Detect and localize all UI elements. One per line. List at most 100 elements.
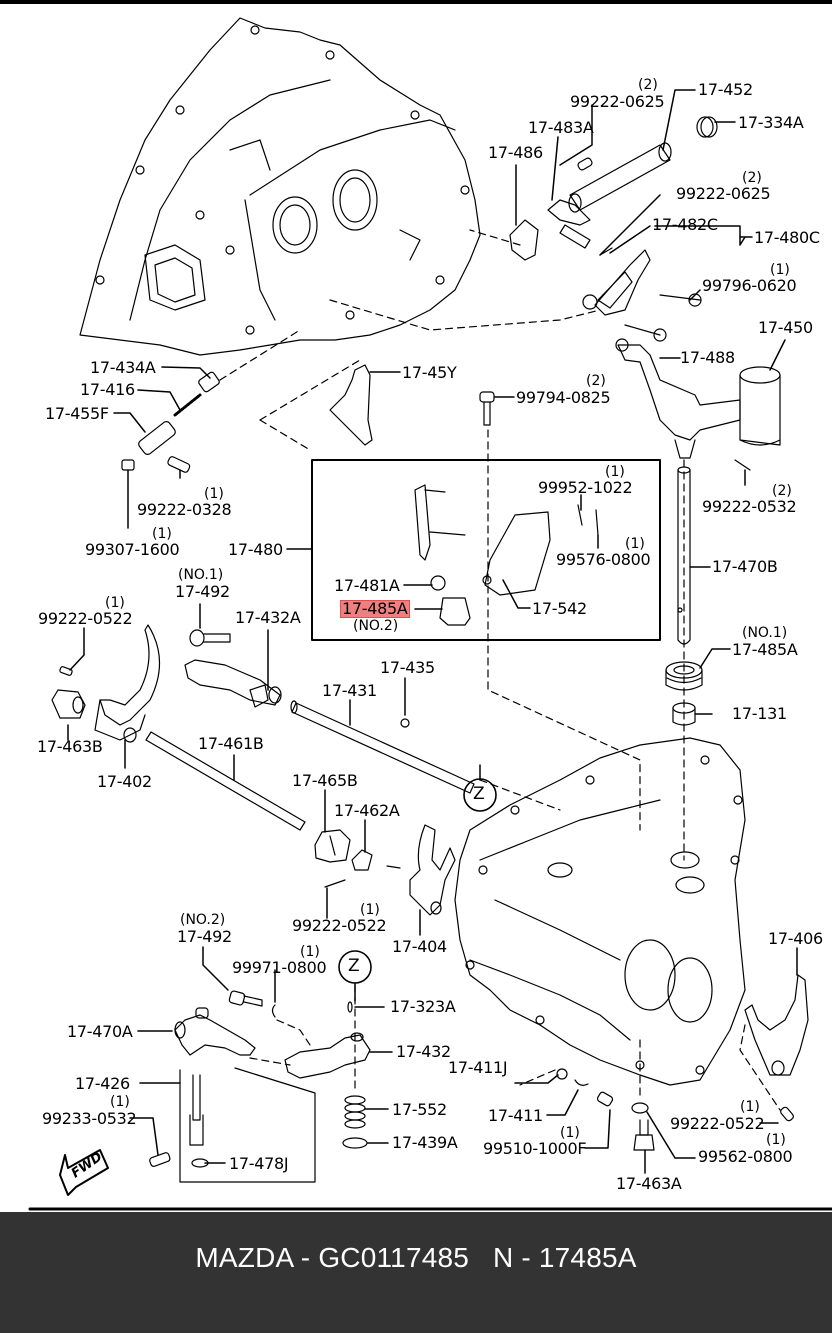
part-label-17-131[interactable]: 17-131 bbox=[732, 704, 787, 723]
quantity-99222-0625-b: (2) bbox=[742, 170, 762, 186]
part-label-17-486[interactable]: 17-486 bbox=[488, 143, 543, 162]
part-label-17-481A[interactable]: 17-481A bbox=[334, 576, 400, 595]
part-label-17-323A[interactable]: 17-323A bbox=[390, 997, 456, 1016]
note-17-492-no2: (NO.2) bbox=[180, 912, 226, 928]
quantity-99576-0800: (1) bbox=[625, 536, 645, 552]
lower-transmission-case-drawing bbox=[454, 737, 746, 1086]
part-label-99222-0532[interactable]: 99222-0532 bbox=[702, 497, 797, 516]
part-label-99562-0800[interactable]: 99562-0800 bbox=[698, 1147, 793, 1166]
part-label-17-404[interactable]: 17-404 bbox=[392, 937, 447, 956]
shift-lever-17-432-drawing bbox=[284, 1032, 371, 1079]
quantity-99222-0522-c: (1) bbox=[740, 1099, 760, 1115]
z-marker-label-2: Z bbox=[348, 956, 360, 976]
quantity-99222-0625-a: (2) bbox=[638, 77, 658, 93]
shift-lever-17-432A-drawing bbox=[184, 659, 282, 708]
leader-lines bbox=[67, 89, 798, 1174]
shift-fork-17-404-drawing bbox=[386, 824, 456, 916]
part-label-17-470A[interactable]: 17-470A bbox=[67, 1022, 133, 1041]
part-label-99971-0800[interactable]: 99971-0800 bbox=[232, 958, 327, 977]
part-label-99576-0800[interactable]: 99576-0800 bbox=[556, 550, 651, 569]
part-label-17-45Y[interactable]: 17-45Y bbox=[402, 363, 457, 382]
part-label-17-485A-no1[interactable]: 17-485A bbox=[732, 640, 798, 659]
part-label-99222-0522-b[interactable]: 99222-0522 bbox=[292, 916, 387, 935]
spring-17-411-drawing bbox=[574, 1079, 589, 1086]
spring-17-485A-no1-drawing bbox=[665, 661, 703, 691]
part-label-99952-1022[interactable]: 99952-1022 bbox=[538, 478, 633, 497]
shift-rod-17-470B-drawing bbox=[677, 466, 691, 645]
part-label-17-439A[interactable]: 17-439A bbox=[392, 1133, 458, 1152]
part-label-17-492-no1[interactable]: 17-492 bbox=[175, 582, 230, 601]
group-box-17-426 bbox=[179, 1067, 316, 1183]
part-label-17-450[interactable]: 17-450 bbox=[758, 318, 813, 337]
quantity-99794-0825: (2) bbox=[586, 373, 606, 389]
part-label-17-452[interactable]: 17-452 bbox=[698, 80, 753, 99]
quantity-99796-0620: (1) bbox=[770, 262, 790, 278]
part-label-99222-0625-b[interactable]: 99222-0625 bbox=[676, 184, 771, 203]
seal-17-131-drawing bbox=[672, 702, 696, 726]
quantity-99562-0800: (1) bbox=[766, 1132, 786, 1148]
parts-diagram: (2) 99222-0625 17-452 17-334A 17-483A 17… bbox=[0, 0, 832, 1212]
part-label-17-465B[interactable]: 17-465B bbox=[292, 771, 358, 790]
part-label-99796-0620[interactable]: 99796-0620 bbox=[702, 276, 797, 295]
shift-lever-17-470A-drawing bbox=[174, 1007, 256, 1056]
quantity-99952-1022: (1) bbox=[605, 464, 625, 480]
part-label-17-485A-no2-highlighted[interactable]: 17-485A bbox=[340, 599, 410, 618]
part-label-17-552[interactable]: 17-552 bbox=[392, 1100, 447, 1119]
part-label-17-411J[interactable]: 17-411J bbox=[448, 1058, 508, 1077]
shift-fork-17-402-drawing bbox=[94, 624, 161, 743]
clip-17-323A-drawing bbox=[347, 1001, 353, 1013]
part-label-99222-0522-c[interactable]: 99222-0522 bbox=[670, 1114, 765, 1133]
upper-transmission-case-drawing bbox=[79, 17, 481, 356]
part-label-17-432[interactable]: 17-432 bbox=[396, 1042, 451, 1061]
shift-fork-17-406-drawing bbox=[744, 974, 809, 1076]
part-label-17-478J[interactable]: 17-478J bbox=[229, 1154, 289, 1173]
z-marker-label-1: Z bbox=[473, 784, 485, 804]
part-label-17-492-no2[interactable]: 17-492 bbox=[177, 927, 232, 946]
quantity-99222-0522-a: (1) bbox=[105, 595, 125, 611]
part-label-17-435[interactable]: 17-435 bbox=[380, 658, 435, 677]
quantity-99222-0522-b: (1) bbox=[360, 902, 380, 918]
part-label-17-416[interactable]: 17-416 bbox=[80, 380, 135, 399]
bolt-17-492-no1-drawing bbox=[189, 629, 231, 647]
part-label-99510-1000F[interactable]: 99510-1000F bbox=[483, 1139, 587, 1158]
part-label-17-463B[interactable]: 17-463B bbox=[37, 737, 103, 756]
assembly-guide-lines bbox=[219, 229, 781, 1111]
part-label-17-406[interactable]: 17-406 bbox=[768, 929, 823, 948]
part-label-17-461B[interactable]: 17-461B bbox=[198, 734, 264, 753]
pin-99222-0522-c-drawing bbox=[780, 1106, 794, 1122]
part-label-17-402[interactable]: 17-402 bbox=[97, 772, 152, 791]
quantity-99510-1000F: (1) bbox=[560, 1125, 580, 1141]
part-label-17-455F[interactable]: 17-455F bbox=[45, 404, 109, 423]
caption-bar: MAZDA - GC0117485 N - 17485A bbox=[0, 1212, 832, 1333]
part-label-99307-1600[interactable]: 99307-1600 bbox=[85, 540, 180, 559]
diagram-drawing bbox=[0, 0, 832, 1211]
part-label-99794-0825[interactable]: 99794-0825 bbox=[516, 388, 611, 407]
gear-lever-17-45Y-drawing bbox=[329, 364, 373, 446]
part-label-17-434A[interactable]: 17-434A bbox=[90, 358, 156, 377]
part-label-17-411[interactable]: 17-411 bbox=[488, 1106, 543, 1125]
part-label-17-426[interactable]: 17-426 bbox=[75, 1074, 130, 1093]
part-label-17-470B[interactable]: 17-470B bbox=[712, 557, 778, 576]
part-label-17-483A[interactable]: 17-483A bbox=[528, 118, 594, 137]
part-label-99222-0522-a[interactable]: 99222-0522 bbox=[38, 609, 133, 628]
select-lever-17-450-drawing bbox=[615, 338, 781, 471]
part-label-17-463A[interactable]: 17-463A bbox=[616, 1174, 682, 1193]
part-label-17-482C[interactable]: 17-482C bbox=[652, 215, 718, 234]
part-label-17-480C[interactable]: 17-480C bbox=[754, 228, 820, 247]
part-label-17-462A[interactable]: 17-462A bbox=[334, 801, 400, 820]
part-label-17-480[interactable]: 17-480 bbox=[228, 540, 283, 559]
washer-17-439A-drawing bbox=[342, 1137, 368, 1149]
shift-rod-17-452-drawing bbox=[568, 116, 718, 213]
part-label-99233-0532[interactable]: 99233-0532 bbox=[42, 1109, 137, 1128]
part-label-17-542[interactable]: 17-542 bbox=[532, 599, 587, 618]
bolt-99794-0825-drawing bbox=[479, 391, 495, 426]
quantity-99222-0328: (1) bbox=[204, 486, 224, 502]
part-label-99222-0625-a[interactable]: 99222-0625 bbox=[570, 92, 665, 111]
z-marker-circle-2 bbox=[338, 950, 372, 984]
part-label-17-431[interactable]: 17-431 bbox=[322, 681, 377, 700]
part-label-17-334A[interactable]: 17-334A bbox=[738, 113, 804, 132]
part-label-17-432A[interactable]: 17-432A bbox=[235, 608, 301, 627]
part-label-99222-0328[interactable]: 99222-0328 bbox=[137, 500, 232, 519]
part-number-caption: MAZDA - GC0117485 N - 17485A bbox=[195, 1242, 637, 1273]
part-label-17-488[interactable]: 17-488 bbox=[680, 348, 735, 367]
